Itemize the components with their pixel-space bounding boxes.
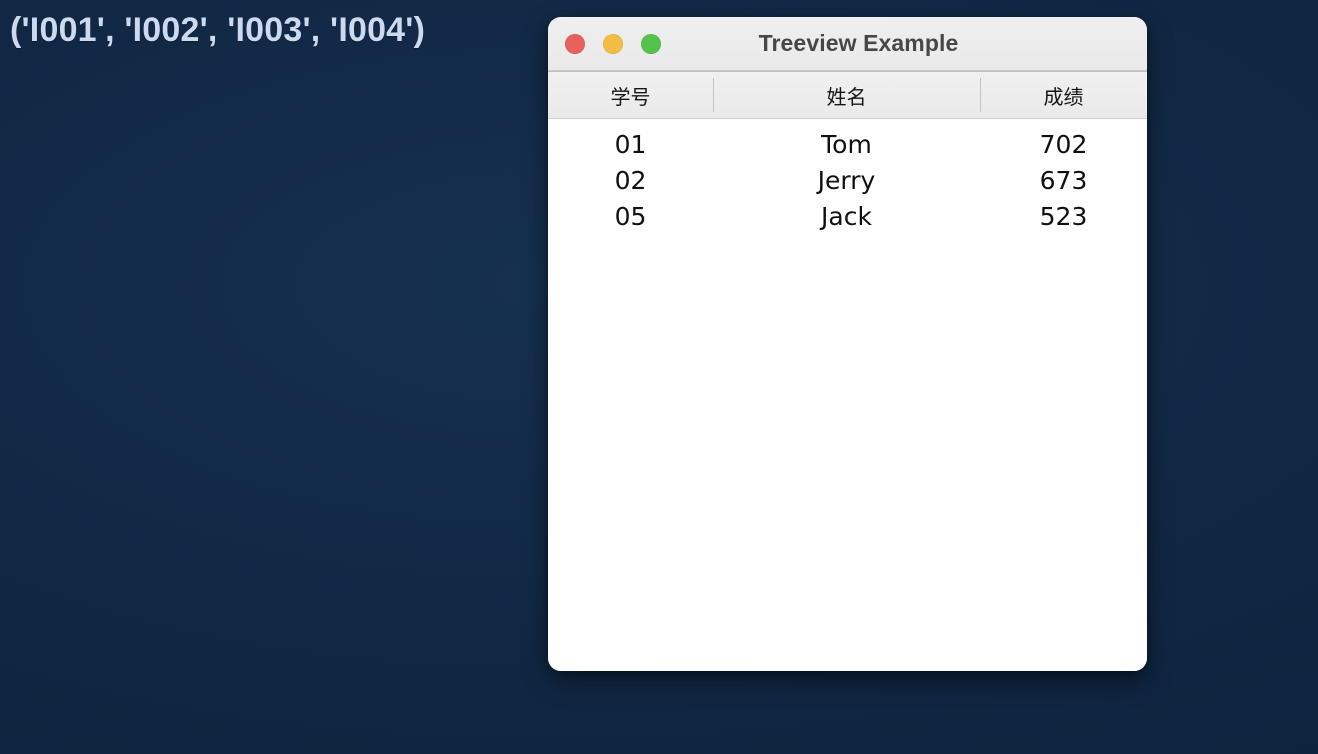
- window-controls: [565, 33, 661, 54]
- minimize-button-icon[interactable]: [603, 33, 623, 54]
- window-title-bar[interactable]: Treeview Example: [548, 17, 1147, 71]
- console-output-text: ('I001', 'I002', 'I003', 'I004'): [10, 11, 426, 49]
- cell-name: Jack: [821, 201, 872, 231]
- table-row[interactable]: 05 Jack 523: [548, 198, 1147, 234]
- table-row[interactable]: 02 Jerry 673: [548, 162, 1147, 198]
- treeview-widget[interactable]: 学号 姓名 成绩 01 Tom 702 02 Jerry 673 05 Jack: [548, 71, 1147, 671]
- column-header-id[interactable]: 学号: [610, 84, 651, 109]
- treeview-header-row: 学号 姓名 成绩: [548, 71, 1147, 119]
- column-header-score[interactable]: 成绩: [980, 72, 1147, 118]
- treeview-body: 01 Tom 702 02 Jerry 673 05 Jack 523: [548, 119, 1147, 671]
- cell-id: 01: [614, 129, 647, 159]
- table-row[interactable]: 01 Tom 702: [548, 126, 1147, 162]
- cell-name: Tom: [821, 129, 872, 159]
- close-button-icon[interactable]: [565, 33, 585, 54]
- cell-id: 02: [614, 165, 647, 195]
- maximize-button-icon[interactable]: [641, 33, 661, 54]
- cell-id: 05: [614, 201, 647, 231]
- cell-score: 523: [1039, 201, 1088, 231]
- cell-score: 702: [1039, 129, 1088, 159]
- window-title: Treeview Example: [758, 30, 959, 56]
- cell-score: 673: [1039, 165, 1088, 195]
- column-header-name[interactable]: 姓名: [713, 72, 980, 118]
- cell-name: Jerry: [817, 165, 876, 195]
- application-window: Treeview Example 学号 姓名 成绩 01 Tom 702 02 …: [548, 17, 1147, 671]
